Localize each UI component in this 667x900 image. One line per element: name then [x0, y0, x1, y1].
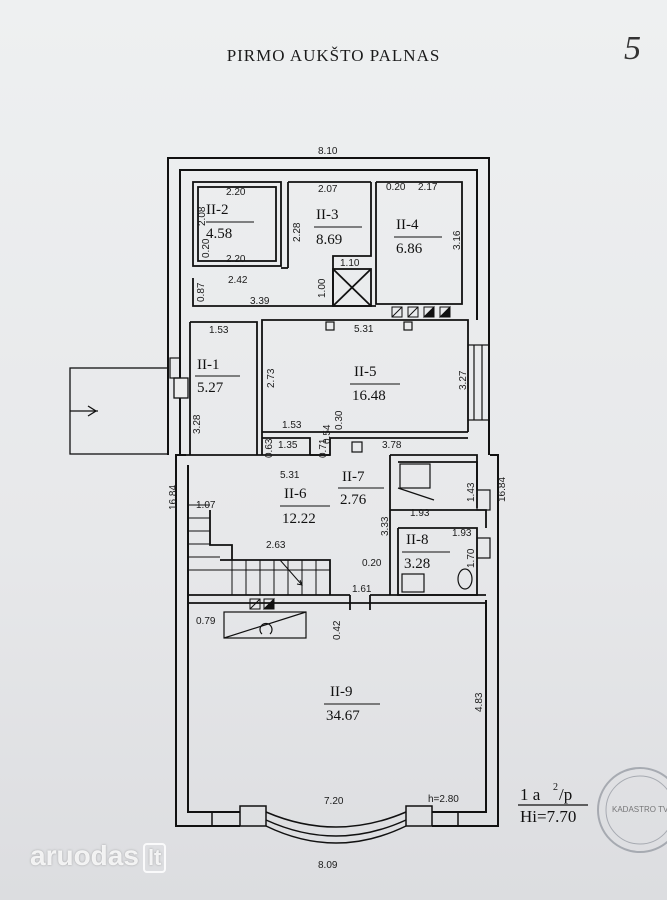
room-id-ii-3: II-3	[316, 207, 339, 223]
dim-label: 1.43	[466, 482, 477, 502]
room-id-ii-4: II-4	[396, 217, 419, 233]
stamp-text: KADASTRO TVARKYTOJAS	[612, 805, 667, 814]
room-id-ii-2: II-2	[206, 202, 229, 218]
staircase-lower	[223, 611, 307, 639]
area-legend: 1 a 2 /p Hi=7.70	[518, 782, 588, 826]
room-area-ii-6: 12.22	[282, 511, 316, 527]
dim-label: 1.70	[466, 548, 477, 568]
staircase	[188, 504, 330, 595]
room-id-ii-6: II-6	[284, 486, 307, 502]
dim-label: 7.20	[324, 796, 344, 807]
dim-label: 1.93	[452, 528, 472, 539]
dim-label: 0.71	[318, 438, 329, 458]
room-id-ii-5: II-5	[354, 364, 377, 380]
room-area-ii-1: 5.27	[197, 380, 224, 396]
room-area-ii-3: 8.69	[316, 232, 342, 248]
dim-label: 0.20	[386, 182, 406, 193]
dimension-labels: 8.10 2.20 2.07 0.20 2.17 2.08 2.28 3.16 …	[168, 146, 508, 871]
dim-label: h=2.80	[428, 794, 459, 805]
dim-label: 0.79	[196, 616, 216, 627]
dim-label: 1.07	[196, 500, 216, 511]
dim-label: 3.33	[380, 516, 391, 536]
room-id-ii-9: II-9	[330, 684, 353, 700]
legend-line-1: 1 a	[520, 785, 541, 804]
room-area-ii-7: 2.76	[340, 492, 367, 508]
room-id-ii-8: II-8	[406, 532, 429, 548]
dim-label: 0.87	[196, 282, 207, 302]
bay-window	[211, 805, 459, 844]
dim-label: 1.35	[278, 440, 298, 451]
bathroom-fixtures	[325, 321, 473, 593]
dim-label: 2.73	[266, 368, 277, 388]
dim-label: 3.16	[452, 230, 463, 250]
plan-title: PIRMO AUKŠTO PALNAS	[226, 46, 441, 65]
dim-label: 5.31	[354, 324, 374, 335]
room-area-ii-8: 3.28	[404, 556, 430, 572]
dim-label: 16.84	[168, 485, 179, 510]
dim-label: 3.39	[250, 296, 270, 307]
room-area-ii-4: 6.86	[396, 241, 423, 257]
dim-label: 0.54	[322, 424, 333, 444]
dim-label: 1.53	[209, 325, 229, 336]
room-id-ii-1: II-1	[197, 357, 220, 373]
cadastre-stamp: KADASTRO TVARKYTOJAS	[597, 767, 667, 853]
dim-label: 5.31	[280, 470, 300, 481]
dim-label: 4.83	[474, 692, 485, 712]
legend-line-1b: /p	[559, 785, 572, 804]
dim-label: 0.20	[201, 238, 212, 258]
dim-label: 2.63	[266, 540, 286, 551]
dim-label: 0.20	[362, 558, 382, 569]
room-area-ii-2: 4.58	[206, 226, 232, 242]
dim-label: 2.20	[226, 254, 246, 265]
dim-label: 1.61	[352, 584, 372, 595]
entry-ramp	[69, 367, 189, 455]
dim-label: 1.53	[282, 420, 302, 431]
interior-walls	[186, 181, 487, 610]
legend-line-2: Hi=7.70	[520, 807, 576, 826]
dim-label: 8.09	[318, 860, 338, 871]
side-windows	[169, 344, 491, 559]
room-area-ii-9: 34.67	[326, 708, 360, 724]
dim-label: 0.30	[334, 410, 345, 430]
dim-label: 2.28	[292, 222, 303, 242]
dim-label: 1.10	[340, 258, 360, 269]
vent-markers	[249, 305, 451, 610]
dim-label: 2.07	[318, 184, 338, 195]
page-number: 5	[624, 30, 641, 67]
dim-label: 2.08	[197, 206, 208, 226]
outer-walls	[167, 157, 499, 827]
dim-label: 2.17	[418, 182, 438, 193]
room-area-ii-5: 16.48	[352, 388, 386, 404]
legend-superscript: 2	[553, 782, 558, 793]
dim-label: 0.42	[332, 620, 343, 640]
dim-label: 3.78	[382, 440, 402, 451]
dim-label: 1.93	[410, 508, 430, 519]
dim-label: 8.10	[318, 146, 338, 157]
dim-label: 0.63	[264, 438, 275, 458]
room-labels: II-2 4.58 II-3 8.69 II-4 6.86 II-1 5.27 …	[195, 202, 450, 724]
dim-label: 1.00	[317, 278, 328, 298]
dim-label: 16.84	[497, 477, 508, 502]
dim-label: 3.28	[192, 414, 203, 434]
room-id-ii-7: II-7	[342, 469, 365, 485]
dim-label: 3.27	[458, 370, 469, 390]
dim-label: 2.42	[228, 275, 248, 286]
dim-label: 2.20	[226, 187, 246, 198]
